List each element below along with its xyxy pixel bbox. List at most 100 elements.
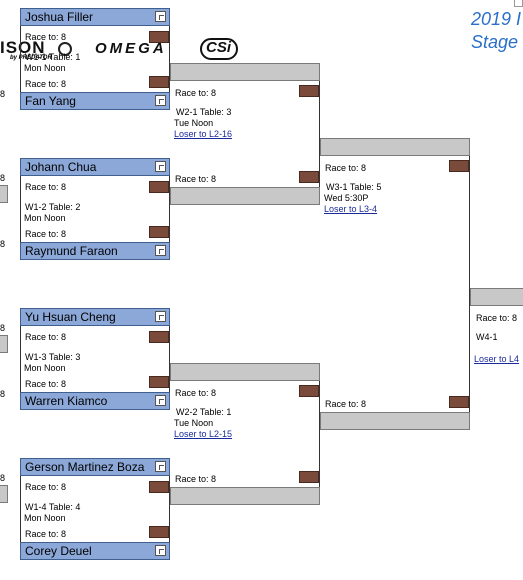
winner-slot[interactable] [170,63,320,81]
bracket-line [169,26,170,92]
player-slot[interactable]: Johann Chua [20,158,170,176]
sponsor-logo-omega: OMEGA [95,40,167,57]
winner-slot[interactable] [470,288,523,306]
page-subtitle: Stage [471,32,519,52]
player-name: Johann Chua [25,160,97,174]
player-detail-icon[interactable] [155,395,166,406]
player-detail-icon[interactable] [155,461,166,472]
bracket-line [20,176,21,242]
player-detail-icon[interactable] [155,545,166,556]
match-info: W1-1 Table: 1 [25,52,81,62]
score-box [149,376,169,388]
match-time: Mon Noon [24,363,66,373]
score-box [299,385,319,397]
race-to-label: Race to: 8 [476,313,518,323]
player-slot[interactable]: Warren Kiamco [20,392,170,410]
match-info: W4-1 [476,332,498,342]
bracket-line [20,26,21,92]
score-box [149,76,169,88]
prev-slot [0,185,8,203]
winner-slot[interactable] [170,187,320,205]
match-time: Mon Noon [24,513,66,523]
sponsor-logo-csi-frame [200,38,238,60]
player-name: Joshua Filler [25,10,94,24]
player-name: Yu Hsuan Cheng [25,310,116,324]
player-detail-icon[interactable] [155,161,166,172]
bracket-line [319,381,320,487]
score-box [149,31,169,43]
bracket-line [319,81,320,187]
prev-score: 8 [0,473,6,483]
match-info: W1-2 Table: 2 [25,202,81,212]
winner-slot[interactable] [320,138,470,156]
match-time: Tue Noon [174,118,214,128]
winner-slot[interactable] [170,363,320,381]
score-box [449,396,469,408]
race-to-label: Race to: 8 [25,32,67,42]
bracket-line [469,156,470,412]
prev-score: 8 [0,389,6,399]
match-info: W1-3 Table: 3 [25,352,81,362]
prev-score: 8 [0,323,6,333]
player-slot[interactable]: Yu Hsuan Cheng [20,308,170,326]
loser-link[interactable]: Loser to L4 [474,354,520,364]
player-slot[interactable]: Gerson Martinez Boza [20,458,170,476]
match-info: W2-1 Table: 3 [176,107,232,117]
score-box [449,160,469,172]
match-time: Mon Noon [24,63,66,73]
player-detail-icon[interactable] [155,11,166,22]
bracket-line [169,476,170,542]
race-to-label: Race to: 8 [175,174,217,184]
race-to-label: Race to: 8 [25,379,67,389]
sponsor-logo-ison: ISON [0,38,46,57]
score-box [149,526,169,538]
loser-link[interactable]: Loser to L3-4 [324,204,378,214]
bracket-line [20,326,21,392]
match-info: W1-4 Table: 4 [25,502,81,512]
winner-slot[interactable] [320,412,470,430]
race-to-label: Race to: 8 [325,399,367,409]
predator-emblem-icon [58,42,72,56]
score-box [149,181,169,193]
prev-score: 8 [0,89,6,99]
score-box [299,85,319,97]
match-time: Tue Noon [174,418,214,428]
player-slot[interactable]: Joshua Filler [20,8,170,26]
score-box [299,171,319,183]
expand-icon[interactable] [514,0,523,7]
player-slot[interactable]: Fan Yang [20,92,170,110]
race-to-label: Race to: 8 [25,482,67,492]
race-to-label: Race to: 8 [25,229,67,239]
race-to-label: Race to: 8 [25,182,67,192]
prev-slot [0,485,8,503]
winner-slot[interactable] [170,487,320,505]
score-box [149,331,169,343]
match-info: W2-2 Table: 1 [176,407,232,417]
sponsor-logo-csi: CSi [206,39,232,56]
player-slot[interactable]: Raymund Faraon [20,242,170,260]
score-box [149,226,169,238]
loser-link[interactable]: Loser to L2-16 [174,129,233,139]
race-to-label: Race to: 8 [175,88,217,98]
match-time: Mon Noon [24,213,66,223]
race-to-label: Race to: 8 [25,332,67,342]
score-box [299,471,319,483]
match-time: Wed 5:30P [324,193,369,203]
race-to-label: Race to: 8 [175,474,217,484]
player-name: Gerson Martinez Boza [25,460,145,474]
race-to-label: Race to: 8 [175,388,217,398]
bracket-line [169,326,170,392]
bracket-line [169,176,170,242]
player-detail-icon[interactable] [155,311,166,322]
score-box [149,481,169,493]
loser-link[interactable]: Loser to L2-15 [174,429,233,439]
prev-score: 8 [0,239,6,249]
race-to-label: Race to: 8 [25,79,67,89]
player-name: Raymund Faraon [25,244,118,258]
player-detail-icon[interactable] [155,95,166,106]
player-slot[interactable]: Corey Deuel [20,542,170,560]
player-name: Fan Yang [25,94,76,108]
player-detail-icon[interactable] [155,245,166,256]
prev-slot [0,335,8,353]
prev-score: 8 [0,173,6,183]
